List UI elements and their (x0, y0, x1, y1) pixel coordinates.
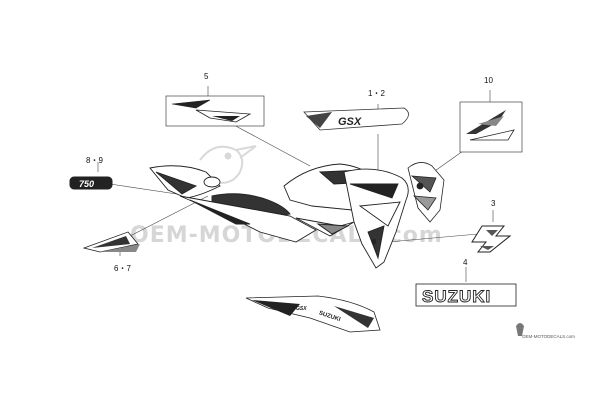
callout-part-4: 4 (463, 258, 468, 267)
footer-watermark-text: OEM-MOTODECALS.com (522, 334, 575, 339)
decal-part-1-2: GSX (303, 107, 409, 131)
callout-part-5: 5 (204, 72, 209, 81)
callout-part-3: 3 (491, 199, 496, 208)
callout-part-10: 10 (484, 76, 493, 85)
footer-bird-icon (516, 323, 524, 336)
callout-part-1-2: 1・2 (368, 89, 385, 98)
part-5-frame (165, 95, 265, 127)
decal-part-6-7 (82, 231, 140, 253)
suzuki-brand-text: SUZUKI (422, 287, 491, 306)
fairing-mark-text: S (372, 240, 376, 246)
motorcycle-outline: S (149, 163, 409, 269)
headlight-cowl (407, 162, 445, 223)
decal-lower-cowl: SUZUKI GSX (245, 295, 381, 333)
decal-part-5 (165, 95, 265, 127)
part-8-9-badge-text: 750 (79, 179, 94, 189)
decal-part-4: SUZUKI (415, 283, 517, 307)
callouts: 5 1・2 10 8・9 3 4 6・7 (86, 72, 496, 273)
watermark-bird-logo (199, 145, 257, 184)
callout-part-8-9: 8・9 (86, 156, 103, 165)
part-10-frame (459, 101, 523, 153)
decal-part-8-9: 750 (69, 176, 113, 190)
part-1-2-badge-text: GSX (338, 116, 362, 128)
footer-watermark: OEM-MOTODECALS.com (516, 323, 575, 339)
decal-part-10 (459, 101, 523, 153)
decal-part-3 (471, 225, 512, 253)
lower-cowl-model-text: GSX (296, 306, 307, 312)
part-4-frame (415, 283, 517, 307)
callout-part-6-7: 6・7 (114, 264, 131, 273)
